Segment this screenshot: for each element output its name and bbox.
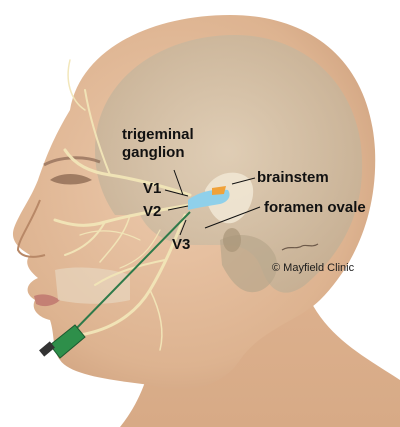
label-v2: V2 bbox=[143, 204, 161, 220]
label-trigeminal-line2: ganglion bbox=[122, 144, 194, 162]
copyright-credit: © Mayfield Clinic bbox=[272, 262, 354, 274]
label-v3: V3 bbox=[172, 237, 190, 253]
ear-canal bbox=[223, 228, 241, 252]
label-foramen-ovale: foramen ovale bbox=[264, 200, 366, 216]
label-v1: V1 bbox=[143, 181, 161, 197]
label-trigeminal-line1: trigeminal bbox=[122, 126, 194, 144]
label-brainstem: brainstem bbox=[257, 170, 329, 186]
label-trigeminal-ganglion: trigeminal ganglion bbox=[122, 126, 194, 162]
